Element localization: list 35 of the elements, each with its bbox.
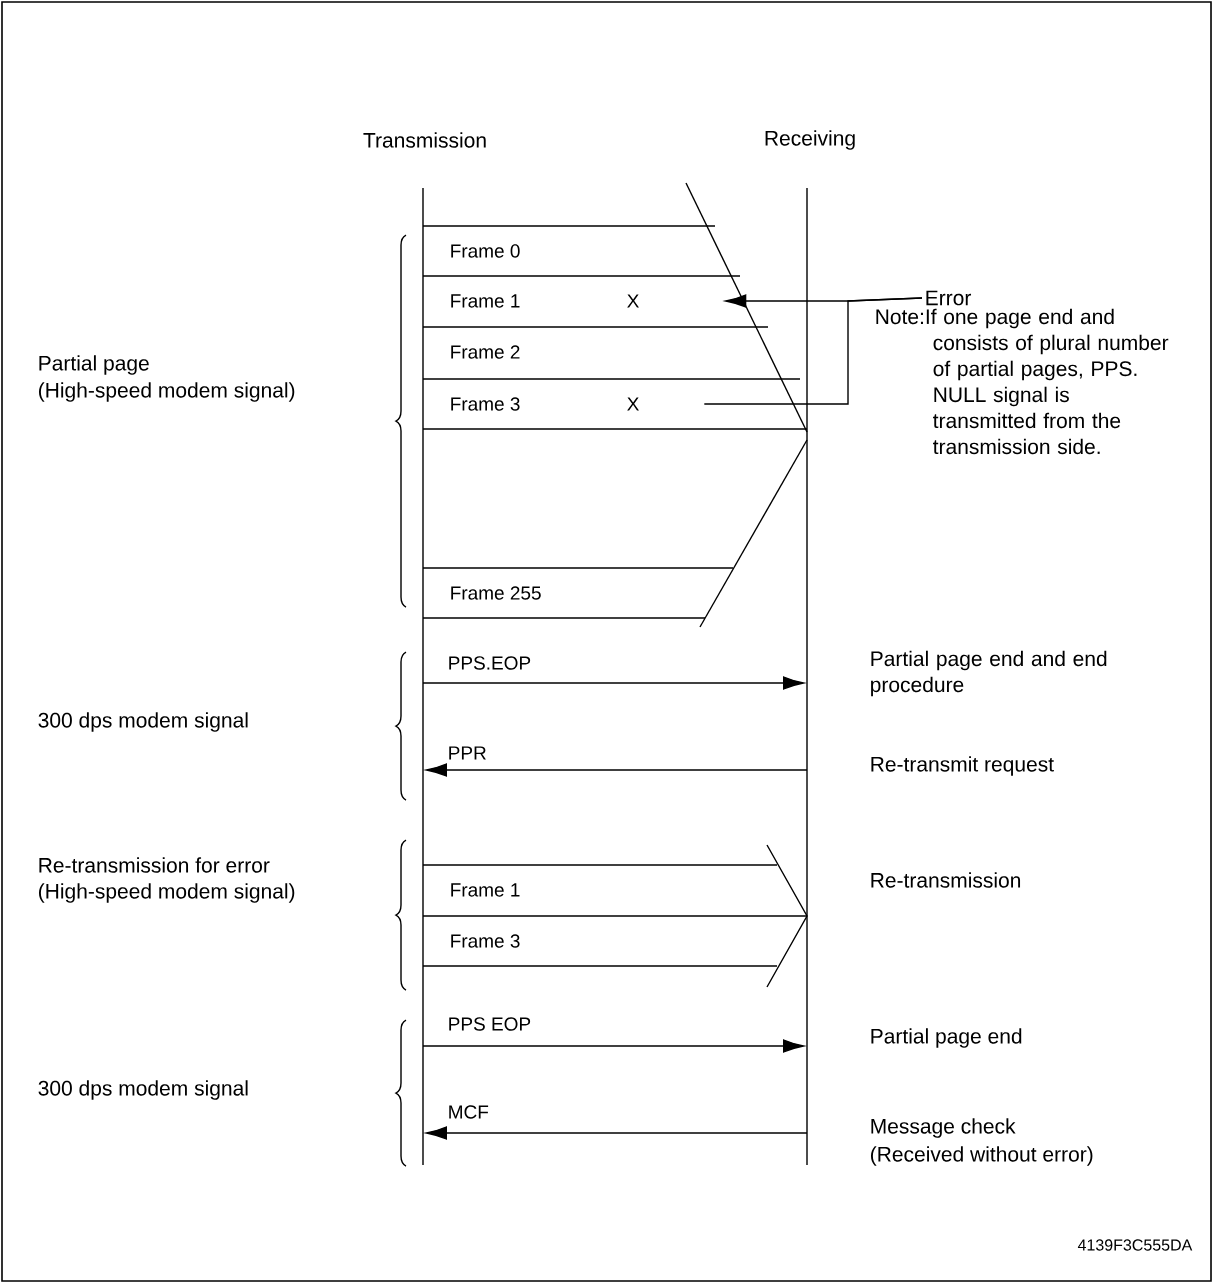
message-arrow — [422, 676, 805, 690]
lifeline-header: Receiving — [765, 130, 855, 150]
frame-row: Frame 3 X — [422, 378, 808, 430]
frame-row: Frame 0 — [422, 225, 716, 258]
frame-row: Frame 2 — [422, 326, 769, 359]
group-label: 300 dps modem signal — [38, 1080, 248, 1100]
frame-row: Frame 255 — [422, 567, 734, 619]
frame-row: Frame 3 — [422, 915, 808, 967]
description-text: (Received without error) — [871, 1146, 1093, 1166]
message-arrow — [425, 1126, 808, 1140]
message-arrow — [422, 1039, 805, 1053]
description-text: Re-transmit request — [871, 756, 1054, 776]
edge-label: MCF — [449, 1105, 489, 1119]
group-label: Partial page — [39, 355, 149, 375]
description-text: Partial page end — [871, 1028, 1022, 1048]
error-text: Error — [926, 290, 972, 306]
description-text: Message check — [871, 1118, 1016, 1138]
edge-label: PPS.EOP — [449, 656, 531, 670]
leader-line — [703, 297, 923, 405]
group-label: (High-speed modem signal) — [39, 382, 295, 402]
note-text: Note:If one page end and consists of plural number of partial pages, PPS. NULL signal is transmitted from the transmission side. — [876, 308, 1169, 455]
figure-code: 4139F3C555DA — [1077, 1239, 1193, 1251]
message-arrow — [425, 763, 808, 777]
frame-row: Frame 1 X — [422, 275, 741, 308]
group-label: 300 dps modem signal — [38, 712, 248, 732]
lifeline — [806, 187, 808, 1166]
group-label: (High-speed modem signal) — [39, 883, 295, 903]
edge-label: PPS EOP — [449, 1017, 531, 1031]
frame-row: Frame 1 — [422, 864, 778, 897]
description-text: Re-transmission — [871, 872, 1021, 888]
lifeline-header: Transmission — [363, 132, 486, 148]
lifeline — [422, 187, 424, 1166]
description-text: Partial page end and end procedure — [871, 650, 1107, 697]
edge-label: PPR — [449, 746, 486, 760]
group-label: Re-transmission for error — [39, 857, 270, 873]
